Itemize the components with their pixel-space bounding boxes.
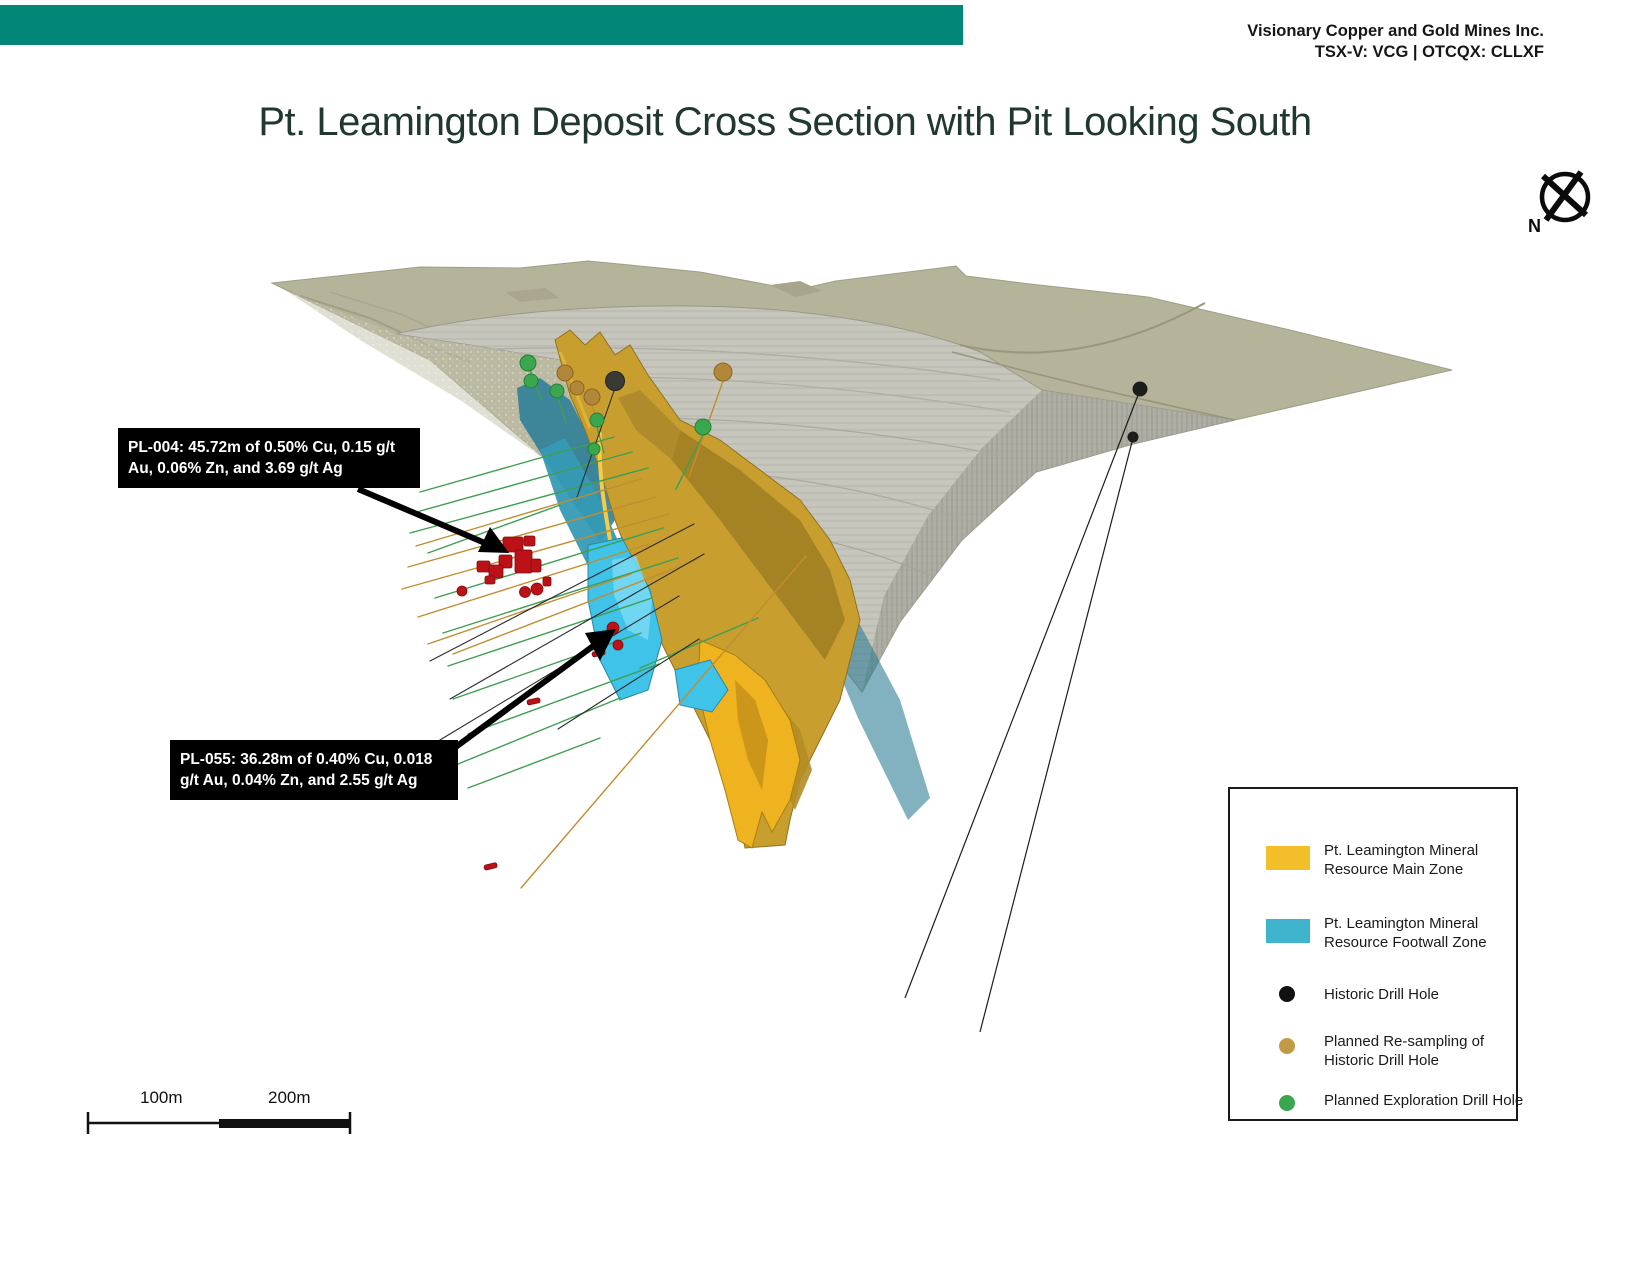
page-title: Pt. Leamington Deposit Cross Section wit… — [258, 100, 1312, 144]
compass-n-label: N — [1528, 216, 1541, 236]
historic-drill-dot — [1127, 431, 1139, 443]
main-zone — [554, 329, 861, 849]
historic-drill-hole-dot — [1279, 986, 1295, 1002]
callout-pl-055-text: PL-055: 36.28m of 0.40% Cu, 0.018 g/t Au… — [180, 751, 433, 789]
exploration-drill-hole-dot — [1279, 1095, 1295, 1111]
resample-drill-hole-dot — [1279, 1038, 1295, 1054]
company-name: Visionary Copper and Gold Mines Inc. — [1247, 22, 1544, 40]
drill-collar-spheres — [519, 354, 1148, 456]
scale-bar-graphic — [86, 1112, 352, 1134]
north-compass-icon: N — [1528, 170, 1591, 236]
legend-item-exploration: Planned Exploration Drill Hole — [1324, 1092, 1524, 1109]
historic-drill-dot — [1132, 381, 1148, 397]
legend: Pt. Leamington Mineral Resource Main Zon… — [1228, 787, 1523, 1121]
historic-drill-traces — [904, 389, 1141, 1033]
company-block: Visionary Copper and Gold Mines Inc. TSX… — [1247, 21, 1544, 63]
callout-arrows — [356, 486, 616, 763]
scale-label-100m: 100m — [140, 1088, 183, 1107]
footwall-zone-swatch — [1266, 919, 1310, 943]
historic-drill-sphere — [605, 371, 625, 391]
scale-bar: 100m 200m — [80, 1088, 370, 1140]
legend-item-resample: Planned Re-sampling of Historic Drill Ho… — [1324, 1033, 1485, 1069]
callout-pl-004-text: PL-004: 45.72m of 0.50% Cu, 0.15 g/t Au,… — [128, 439, 396, 477]
pit-inner-wall — [285, 290, 1236, 693]
legend-item-historic: Historic Drill Hole — [1324, 986, 1440, 1003]
callout-pl-004: PL-004: 45.72m of 0.50% Cu, 0.15 g/t Au,… — [118, 428, 420, 488]
main-zone-swatch — [1266, 846, 1310, 870]
drill-traces — [401, 369, 807, 889]
scale-label-200m: 200m — [268, 1088, 311, 1107]
callout-pl-055: PL-055: 36.28m of 0.40% Cu, 0.018 g/t Au… — [170, 740, 458, 800]
header-accent-bar — [0, 5, 963, 45]
footwall-zone-front — [587, 537, 729, 713]
legend-item-footwall-zone: Pt. Leamington Mineral Resource Footwall… — [1324, 915, 1487, 951]
company-tickers: TSX-V: VCG | OTCQX: CLLXF — [1314, 43, 1544, 61]
legend-item-main-zone: Pt. Leamington Mineral Resource Main Zon… — [1324, 842, 1479, 878]
